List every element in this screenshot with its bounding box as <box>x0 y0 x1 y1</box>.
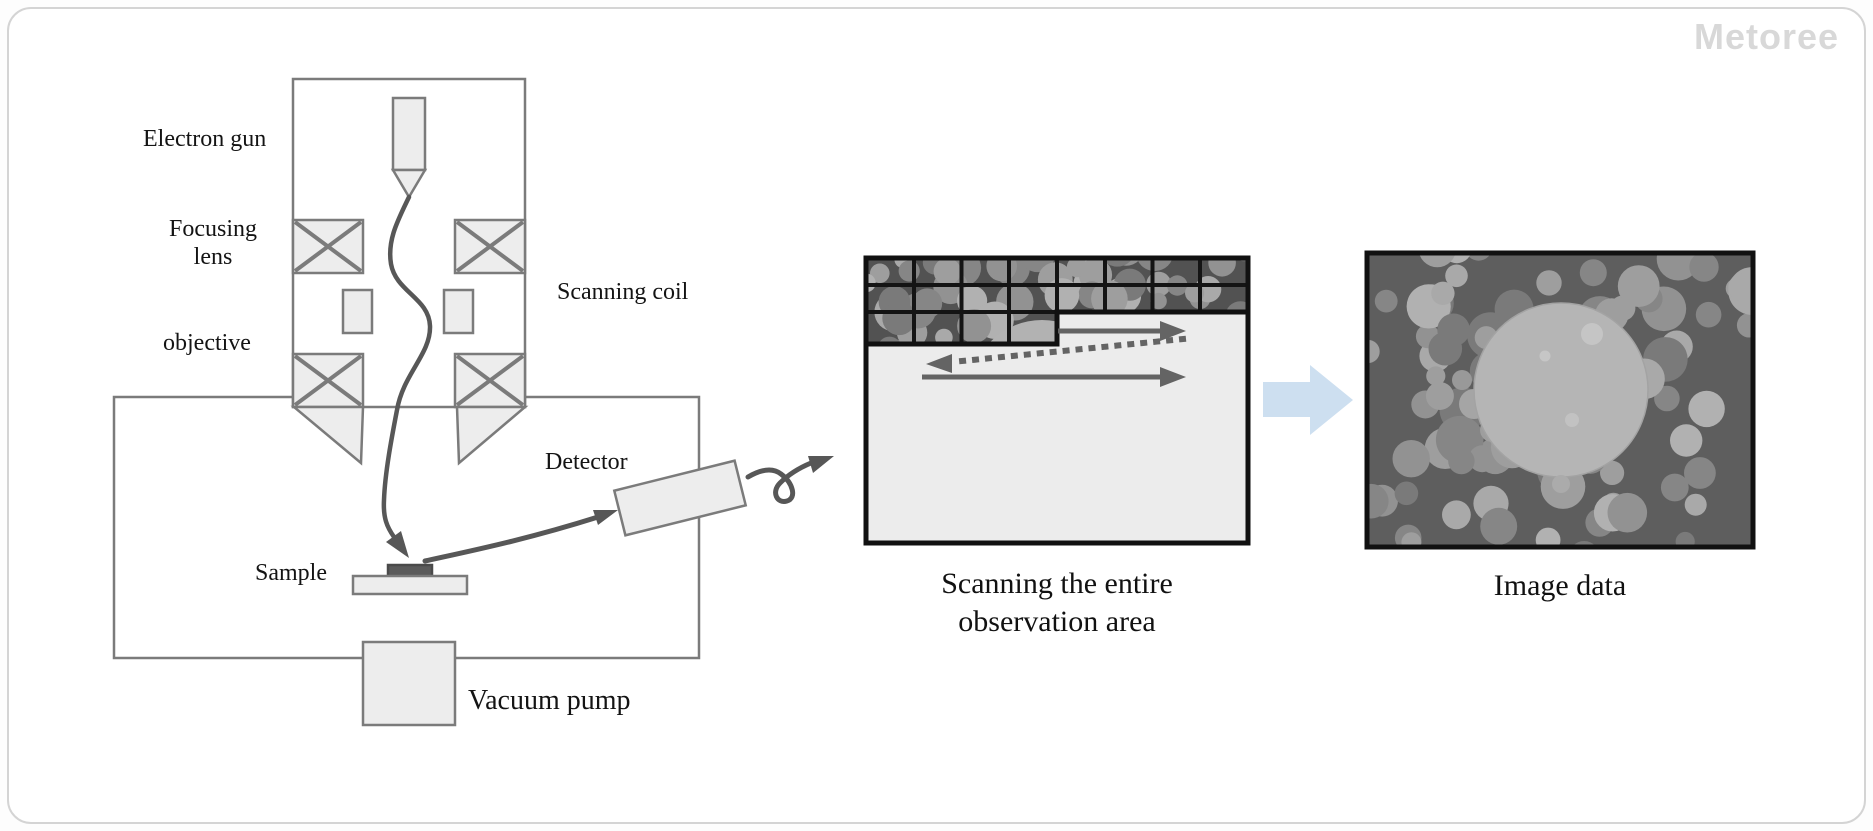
sem-particle <box>1021 258 1056 261</box>
sem-particle <box>1688 390 1725 428</box>
sem-particle <box>898 260 920 282</box>
scanning-coil-right <box>442 288 475 335</box>
vacuum-chamber-outline <box>112 395 701 660</box>
electron-gun-body <box>391 96 427 172</box>
raster-flyback-dotted-line <box>958 335 1187 365</box>
pole-piece-left <box>290 405 365 466</box>
sem-particle <box>880 225 899 244</box>
sem-particle <box>1134 226 1165 257</box>
detector-body <box>612 459 748 537</box>
scanning-coil-label: Scanning coil <box>557 279 689 305</box>
sem-particle <box>1066 258 1088 278</box>
sem-particle <box>1374 289 1398 313</box>
electron-beam-path <box>381 194 433 540</box>
sem-particle <box>1695 301 1722 328</box>
sem-particle <box>1445 264 1468 288</box>
sem-particle <box>1600 460 1625 485</box>
pole-piece-right <box>455 405 529 466</box>
sem-particle <box>1401 532 1422 547</box>
image-data-panel <box>1364 250 1756 550</box>
sem-particle <box>1091 280 1128 317</box>
sem-particle <box>1728 273 1753 302</box>
flow-arrow-right-icon <box>1263 365 1353 435</box>
electron-beam-arrowhead <box>386 531 409 558</box>
sem-particle <box>1090 223 1113 246</box>
sem-particle <box>1736 313 1753 338</box>
vacuum-pump-body <box>361 640 457 727</box>
objective-label: objective <box>163 330 251 356</box>
sem-particle <box>1689 253 1719 282</box>
scanning-coil-left <box>341 288 374 335</box>
sem-particle <box>1074 258 1112 260</box>
sem-particle <box>1660 473 1689 502</box>
sem-particle <box>1536 270 1562 296</box>
objective-lens-right <box>453 352 527 409</box>
scan-panel-caption: Scanning the entire observation area <box>941 567 1173 638</box>
sem-particle <box>1135 258 1174 272</box>
sem-particle <box>1208 258 1236 277</box>
sem-particle <box>1419 253 1456 268</box>
sem-particle <box>1468 445 1496 473</box>
sem-particle <box>882 301 917 336</box>
sem-particle <box>1535 527 1561 547</box>
sem-particle <box>1684 493 1707 516</box>
sem-particle <box>1684 457 1716 489</box>
sem-particle <box>1394 481 1419 506</box>
sem-column-diagram <box>112 77 834 727</box>
raster-scan-arrows <box>922 321 1187 387</box>
focusing-lens-left <box>291 218 365 275</box>
raster-flyback-arrowhead <box>926 354 952 373</box>
metoree-watermark: Metoree <box>1693 16 1839 57</box>
sem-particle <box>870 263 890 284</box>
sem-particle <box>1367 483 1389 519</box>
image-panel-border <box>1364 250 1756 550</box>
sem-particle <box>1607 492 1648 533</box>
secondary-electron-arrowhead <box>593 510 618 525</box>
sem-particle <box>1670 424 1703 457</box>
focusing-lens-right <box>453 218 527 275</box>
sem-particle <box>1656 253 1700 281</box>
sem-image-main-sphere <box>1452 302 1649 493</box>
sem-particle <box>957 309 992 343</box>
scan-panel-border <box>863 255 1251 546</box>
sem-particle <box>1233 228 1258 253</box>
sem-particle <box>1579 259 1607 287</box>
sem-particle <box>1425 382 1454 410</box>
sem-particle <box>1437 313 1470 347</box>
sem-particle <box>1654 385 1680 412</box>
detector-signal-squiggle <box>745 460 814 504</box>
detector-label: Detector <box>545 449 628 475</box>
sample-label: Sample <box>255 560 327 586</box>
sem-particle <box>1480 507 1518 545</box>
sem-particle <box>1426 366 1446 386</box>
sem-particle <box>1431 281 1455 305</box>
sem-particle <box>905 221 938 254</box>
sem-particle <box>1019 258 1056 273</box>
sample-stage <box>351 574 469 596</box>
image-panel-caption: Image data <box>1493 569 1627 602</box>
sem-particle <box>1617 265 1660 307</box>
sem-particle <box>1442 500 1471 530</box>
sem-particle <box>1367 339 1380 364</box>
vacuum-pump-label: Vacuum pump <box>468 685 631 716</box>
secondary-electron-arrow <box>422 514 601 564</box>
electron-gun-tip <box>390 168 428 200</box>
detector-signal-arrowhead <box>808 456 834 473</box>
focusing-lens-label: Focusing lens <box>168 216 257 270</box>
sem-particle <box>933 258 961 286</box>
sem-particle <box>1675 531 1695 547</box>
sem-particle <box>1392 440 1430 478</box>
scan-panel <box>863 221 1258 546</box>
sem-particle <box>986 258 1018 282</box>
sem-particle <box>1448 447 1475 475</box>
objective-lens-left <box>291 352 365 409</box>
electron-gun-label: Electron gun <box>143 126 267 152</box>
